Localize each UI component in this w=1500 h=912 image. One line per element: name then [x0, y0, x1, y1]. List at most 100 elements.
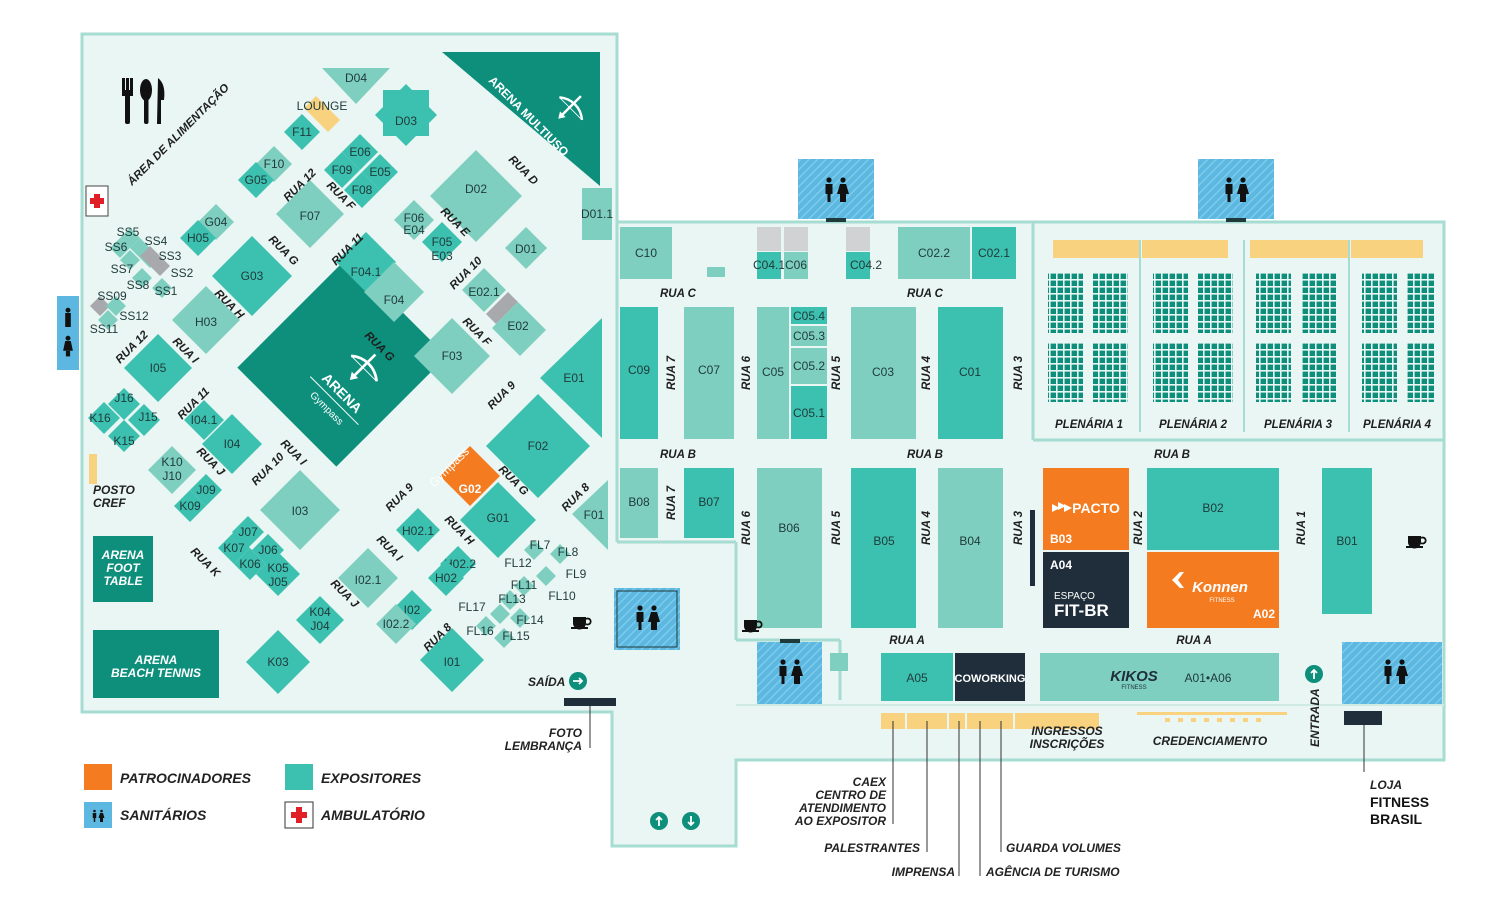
booth-h02-1[interactable] [396, 508, 440, 552]
lounge[interactable] [304, 96, 340, 132]
booth-j16[interactable] [108, 388, 140, 420]
booth-d01[interactable] [505, 227, 547, 269]
restroom-bottom-center[interactable] [757, 642, 822, 704]
booth-g01[interactable] [460, 482, 536, 558]
credenciamento-label: CREDENCIAMENTO [1153, 734, 1268, 748]
booth-i05[interactable] [124, 334, 192, 402]
booth-i04-1[interactable] [184, 400, 224, 440]
booth-d02[interactable] [430, 150, 522, 242]
booth-f08[interactable] [344, 172, 380, 208]
restroom-bottom-right[interactable] [1342, 642, 1442, 704]
saida-door[interactable] [564, 698, 616, 706]
booth-b08[interactable] [620, 468, 658, 538]
booth-c05-4-label: C05.4 [793, 309, 825, 323]
booth-c07[interactable] [684, 307, 734, 439]
booth-c02-2[interactable] [898, 227, 970, 279]
booth-b01[interactable] [1322, 468, 1372, 614]
booth-f09[interactable] [324, 152, 360, 188]
booth-c10[interactable] [620, 227, 672, 279]
booth-h05-label: H05 [187, 231, 209, 245]
booth-b07[interactable] [684, 468, 734, 538]
booth-k09[interactable] [174, 490, 206, 522]
restroom-bottom-left[interactable] [614, 588, 680, 650]
booth-k05-j05[interactable] [256, 552, 300, 596]
arrow-up-icon [1305, 665, 1323, 683]
booth-a04-fitbr[interactable] [1043, 552, 1129, 628]
booth-b02[interactable] [1147, 468, 1279, 550]
booth-c03[interactable] [851, 307, 916, 439]
restroom-top-2[interactable] [1198, 159, 1274, 219]
booth-f03[interactable] [414, 318, 490, 394]
booth-j04-label: J04 [310, 619, 330, 633]
booth-e02-1[interactable] [462, 268, 506, 312]
booth-c01[interactable] [938, 307, 1003, 439]
booth-d01-1[interactable] [582, 188, 612, 240]
booth-g05[interactable] [238, 162, 274, 198]
booth-j09-label: J09 [196, 483, 216, 497]
booth-f11[interactable] [284, 114, 320, 150]
booth-fl10-label: FL10 [548, 589, 576, 603]
booth-e02[interactable] [492, 302, 546, 356]
booth-k03[interactable] [246, 630, 310, 694]
restroom-left[interactable] [57, 296, 79, 370]
booth-c05-2[interactable] [791, 348, 827, 384]
booth-a02-konnen[interactable] [1147, 552, 1279, 628]
booth-i03[interactable] [260, 470, 340, 550]
booth-k15-label: K15 [113, 434, 135, 448]
booth-h03[interactable] [172, 286, 240, 354]
booth-c05-3[interactable] [791, 326, 827, 346]
booth-k15[interactable] [108, 420, 140, 452]
booth-c05-4[interactable] [791, 307, 827, 324]
booth-k16[interactable] [88, 402, 120, 434]
booth-f07[interactable] [276, 180, 344, 248]
booth-e01[interactable] [540, 318, 602, 438]
restroom-top-1[interactable] [798, 159, 874, 219]
booth-c06-label: C06 [785, 258, 807, 272]
posto-cref-line1: POSTO [93, 483, 135, 497]
booth-i02-1-label: I02.1 [355, 573, 382, 587]
booth-d04[interactable] [322, 68, 390, 104]
arena-multiuso[interactable] [442, 52, 600, 186]
booth-d03[interactable] [375, 84, 437, 146]
booth-i04[interactable] [202, 414, 262, 474]
booth-k04-j04[interactable] [296, 596, 344, 644]
booth-h05[interactable] [180, 220, 216, 256]
booth-b06[interactable] [757, 468, 822, 628]
arena-foot-table[interactable] [93, 536, 153, 602]
booth-c04-2[interactable] [846, 252, 870, 279]
booth-c05[interactable] [757, 307, 789, 439]
booth-a01-a06-kikos[interactable] [1040, 653, 1279, 701]
first-aid-icon[interactable] [85, 185, 109, 217]
legend-patrocinadores: PATROCINADORES [120, 770, 252, 786]
coworking[interactable] [955, 653, 1025, 701]
booth-j15[interactable] [128, 404, 160, 436]
booth-c04-1[interactable] [757, 252, 781, 279]
arena-beach-tennis[interactable] [93, 630, 219, 698]
booth-c02-1[interactable] [972, 227, 1016, 279]
street-rua-5-2: RUA 5 [831, 510, 843, 545]
booth-a05[interactable] [881, 653, 953, 701]
booth-i02-2[interactable] [376, 604, 416, 644]
booth-b05[interactable] [851, 468, 916, 628]
booth-g02[interactable] [440, 446, 500, 506]
booth-f06[interactable] [394, 200, 434, 240]
booth-c05-1[interactable] [791, 386, 827, 439]
booth-f01[interactable] [572, 480, 608, 550]
restroom-icon [63, 307, 73, 357]
street-rua-7-2: RUA 7 [666, 485, 678, 520]
booth-b04[interactable] [938, 468, 1003, 628]
booth-i02-1[interactable] [338, 548, 398, 608]
booth-k10-j10[interactable] [148, 446, 196, 494]
booth-c09[interactable] [620, 307, 658, 439]
booth-c06[interactable] [784, 252, 808, 279]
booth-i01[interactable] [420, 628, 484, 692]
booth-h02[interactable] [428, 560, 464, 596]
booth-k03-label: K03 [267, 655, 289, 669]
booth-f05[interactable] [422, 222, 462, 262]
booth-g03[interactable] [212, 236, 292, 316]
booth-fl16-label: FL16 [466, 624, 494, 638]
ingressos-counter[interactable] [1015, 713, 1099, 729]
booth-f04[interactable] [364, 262, 424, 322]
booth-f02[interactable] [486, 394, 590, 498]
street-rua-a-1: RUA A [889, 635, 925, 647]
